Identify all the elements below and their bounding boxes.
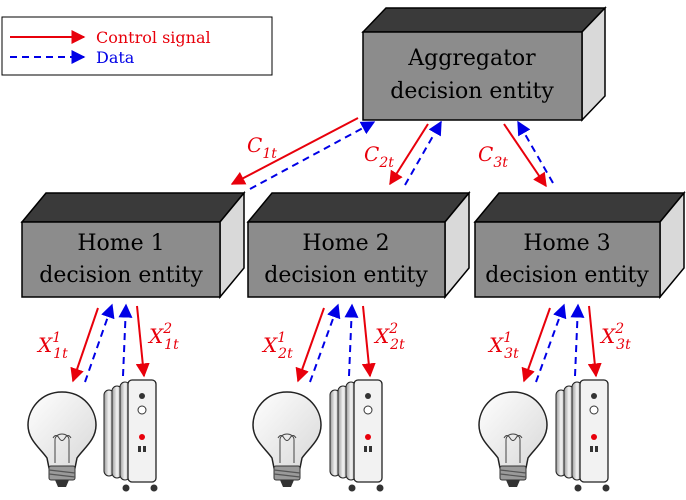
light-bulb-icon (27, 391, 97, 487)
data-arrow-home2-agg (404, 120, 442, 186)
aggregator-home-links: C1t C2t C3t (230, 117, 554, 190)
home-1-subtitle: decision entity (39, 263, 203, 288)
oil-radiator-heater-icon (329, 379, 384, 492)
control-arrow-home3-heater (587, 305, 602, 378)
data-arrow-bulb-home2 (309, 303, 341, 383)
control-label-3: C3t (478, 142, 508, 171)
control-arrow-home1-heater (135, 305, 150, 378)
data-arrow-bulb-home3 (535, 303, 567, 383)
control-arrow-agg-home1 (230, 117, 359, 185)
control-label-1: C1t (247, 133, 277, 162)
control-arrow-home2-heater (361, 305, 376, 378)
legend-data-label: Data (96, 48, 135, 67)
home-2-title: Home 2 (302, 231, 389, 256)
home-box-2: Home 2 decision entity (246, 190, 471, 300)
legend: Control signal Data (1, 16, 273, 76)
control-label-2: C2t (364, 142, 394, 171)
data-arrow-bulb-home1 (84, 303, 115, 383)
home-box-3: Home 3 decision entity (473, 190, 686, 300)
home-box-1: Home 1 decision entity (20, 190, 246, 300)
oil-radiator-heater-icon (103, 379, 158, 492)
home-3-title: Home 3 (523, 231, 610, 256)
home-2-subtitle: decision entity (264, 263, 428, 288)
aggregator-box: Aggregator decision entity (361, 6, 607, 122)
control-arrow-home2-bulb (295, 307, 325, 383)
oil-radiator-heater-icon (555, 379, 610, 492)
data-arrow-heater-home2 (344, 303, 359, 377)
control-arrow-home3-bulb (521, 307, 551, 383)
control-arrow-agg-home2 (389, 123, 429, 186)
control-arrow-agg-home3 (503, 123, 547, 188)
legend-control-label: Control signal (96, 28, 211, 47)
aggregator-subtitle: decision entity (390, 79, 554, 104)
light-bulb-icon (252, 391, 322, 487)
data-arrow-heater-home1 (118, 303, 133, 377)
light-bulb-icon (478, 391, 548, 487)
control-arrow-home1-bulb (70, 307, 99, 383)
aggregator-title: Aggregator (407, 46, 536, 71)
home-1-title: Home 1 (77, 231, 164, 256)
data-arrow-heater-home3 (570, 303, 585, 377)
home-3-subtitle: decision entity (485, 263, 649, 288)
